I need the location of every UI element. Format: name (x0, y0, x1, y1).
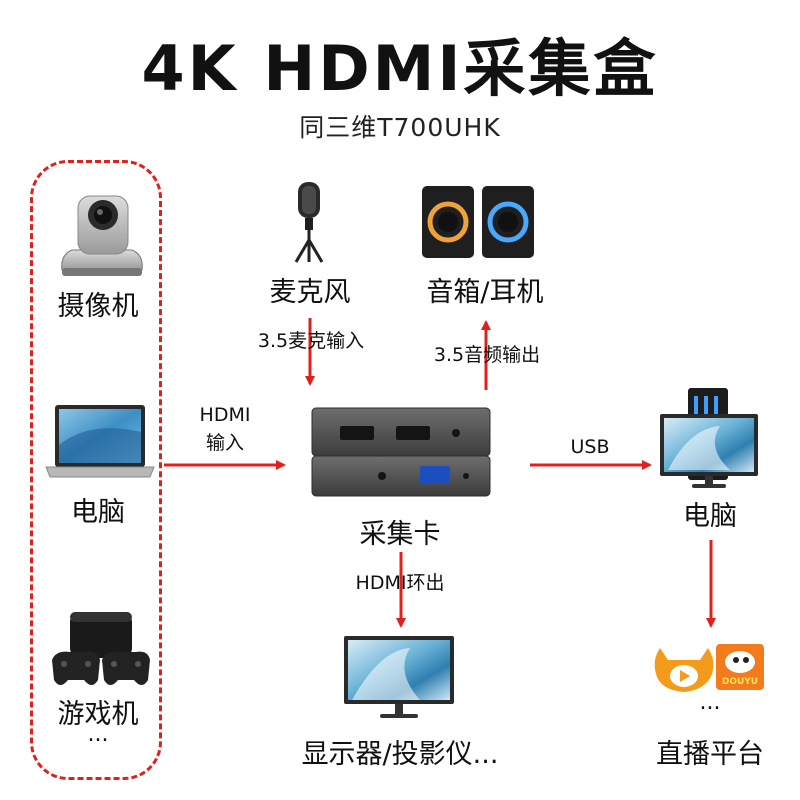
display-monitor-icon (344, 636, 454, 718)
platform-label: 直播平台 (656, 739, 764, 770)
computer-label: 电脑 (683, 501, 737, 532)
hdmi-input-label-line2: 输入 (205, 432, 244, 454)
arrows (164, 318, 716, 628)
platform-dots: ... (699, 690, 721, 715)
capture-card-icon (311, 407, 491, 497)
computer-icon (660, 388, 758, 488)
mic-input-label: 3.5麦克输入 (257, 330, 365, 352)
audio-output-label: 3.5音频输出 (433, 344, 541, 366)
capture-card-label: 采集卡 (359, 519, 441, 550)
sources-dashed-frame (30, 160, 162, 780)
speakers-icon (422, 186, 534, 258)
usb-label: USB (570, 436, 610, 458)
douyu-logo-text: DOUYU (722, 677, 758, 687)
page-subtitle: 同三维T700UHK (299, 113, 501, 142)
microphone-icon (294, 182, 324, 263)
douyu-logo-icon: DOUYU (716, 644, 764, 690)
game-console-label: 游戏机 (57, 699, 139, 730)
laptop-icon (45, 405, 155, 478)
speakers-label: 音箱/耳机 (426, 277, 544, 308)
game-console-icon (52, 612, 150, 685)
camera-label: 摄像机 (57, 291, 139, 322)
laptop-label: 电脑 (71, 497, 125, 528)
page-title: 4K HDMI采集盒 (141, 32, 659, 105)
huya-logo-icon (654, 648, 714, 692)
hdmi-input-label-line1: HDMI (199, 404, 251, 426)
sources-more-label: ... (87, 722, 109, 747)
camera-icon (61, 195, 143, 276)
hdmi-loop-label: HDMI环出 (355, 572, 445, 594)
display-label: 显示器/投影仪... (301, 739, 499, 770)
microphone-label: 麦克风 (269, 277, 351, 308)
